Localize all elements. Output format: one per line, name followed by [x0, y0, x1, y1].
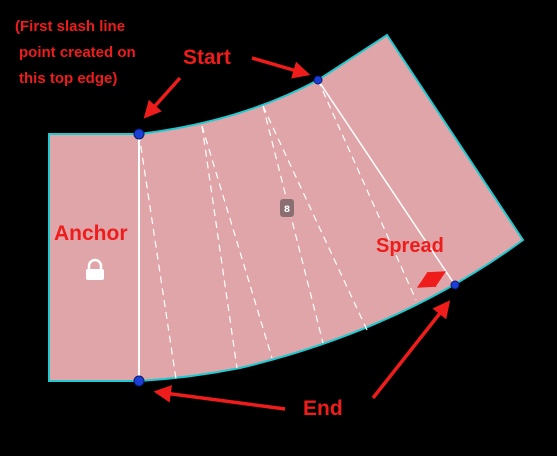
- slash-line: [138, 133, 177, 380]
- arrow-spread: [416, 271, 447, 288]
- slash-line: [201, 125, 273, 359]
- arrow-to-top-edge: [143, 76, 182, 119]
- badge-number: 8: [284, 205, 290, 215]
- note-line-1: (First slash line: [15, 18, 125, 35]
- end-point[interactable]: [450, 280, 460, 290]
- end-label: End: [303, 397, 343, 420]
- start-label: Start: [183, 46, 231, 69]
- anchor-bottom-point[interactable]: [133, 375, 145, 387]
- arrow-to-anchor-bottom: [153, 385, 286, 411]
- slash-line: [317, 79, 417, 301]
- spread-line: [317, 79, 456, 286]
- spread-label: Spread: [376, 235, 444, 257]
- slash-lines: [138, 79, 417, 380]
- arrow-to-end: [371, 300, 451, 400]
- annotation-arrows: [143, 56, 451, 411]
- note-line-2: point created on: [19, 44, 136, 61]
- anchor-top-point[interactable]: [133, 128, 145, 140]
- piece-number-badge: 8: [280, 199, 294, 217]
- note-line-3: this top edge): [19, 70, 117, 87]
- anchor-label: Anchor: [54, 222, 128, 245]
- arrow-to-start: [251, 56, 311, 79]
- start-point[interactable]: [313, 75, 323, 85]
- slash-line: [201, 125, 238, 369]
- slash-line: [262, 105, 368, 331]
- lock-icon: [86, 258, 104, 280]
- slash-line: [262, 105, 324, 344]
